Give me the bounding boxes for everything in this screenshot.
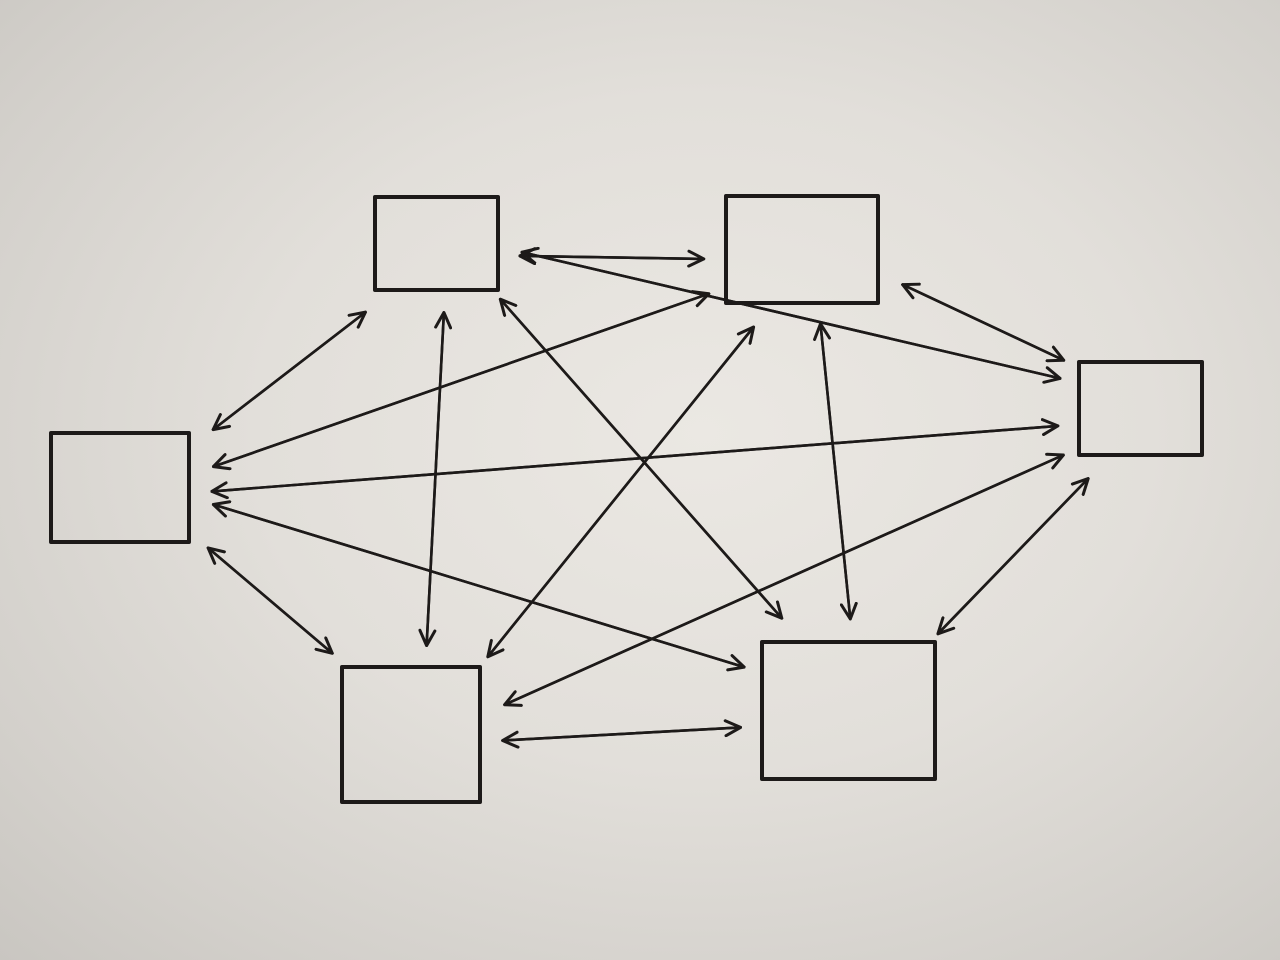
arrow-top-left-to-bottom-left — [418, 311, 446, 648]
arrow-line — [520, 246, 1062, 380]
arrow-top-right-to-far-left — [211, 292, 711, 471]
arrow-line — [486, 325, 756, 659]
node-box — [760, 640, 937, 781]
node-box — [724, 194, 880, 305]
arrow-line — [211, 500, 746, 669]
node-top-right — [724, 194, 880, 305]
arrow-bottom-right-to-far-right — [936, 477, 1090, 636]
node-far-left — [49, 431, 191, 544]
node-top-left — [373, 195, 500, 292]
arrow-line — [211, 292, 711, 471]
node-far-right — [1077, 360, 1204, 457]
arrow-top-right-to-bottom-right — [819, 322, 858, 621]
node-box — [49, 431, 191, 544]
node-bottom-left — [340, 665, 482, 804]
arrow-line — [518, 249, 706, 268]
arrow-line — [211, 310, 367, 431]
arrow-line — [210, 418, 1060, 493]
arrow-bottom-left-to-bottom-right — [501, 719, 743, 742]
arrow-bottom-right-to-far-left — [211, 500, 746, 669]
arrow-far-right-to-bottom-left — [503, 453, 1065, 707]
node-bottom-right — [760, 640, 937, 781]
arrow-line — [901, 283, 1066, 363]
arrow-line — [503, 453, 1065, 707]
arrow-line — [819, 322, 858, 621]
arrow-bottom-left-to-far-left — [206, 546, 334, 655]
node-box — [1077, 360, 1204, 457]
arrow-top-right-to-far-right — [901, 283, 1066, 363]
arrow-line — [936, 477, 1090, 636]
arrow-far-right-to-top-left — [520, 246, 1062, 380]
arrow-line — [498, 297, 784, 620]
arrow-bottom-right-to-top-left — [498, 297, 784, 620]
node-box — [373, 195, 500, 292]
node-box — [340, 665, 482, 804]
arrow-line — [206, 546, 334, 655]
arrow-top-left-to-top-right — [518, 249, 706, 268]
arrow-bottom-left-to-top-right — [486, 325, 756, 659]
arrow-far-left-to-top-left — [211, 310, 367, 431]
arrow-line — [501, 719, 743, 742]
node-layer — [49, 194, 1204, 804]
arrow-line — [418, 311, 446, 648]
arrow-far-left-to-far-right — [210, 418, 1060, 493]
edge-layer — [206, 246, 1090, 749]
